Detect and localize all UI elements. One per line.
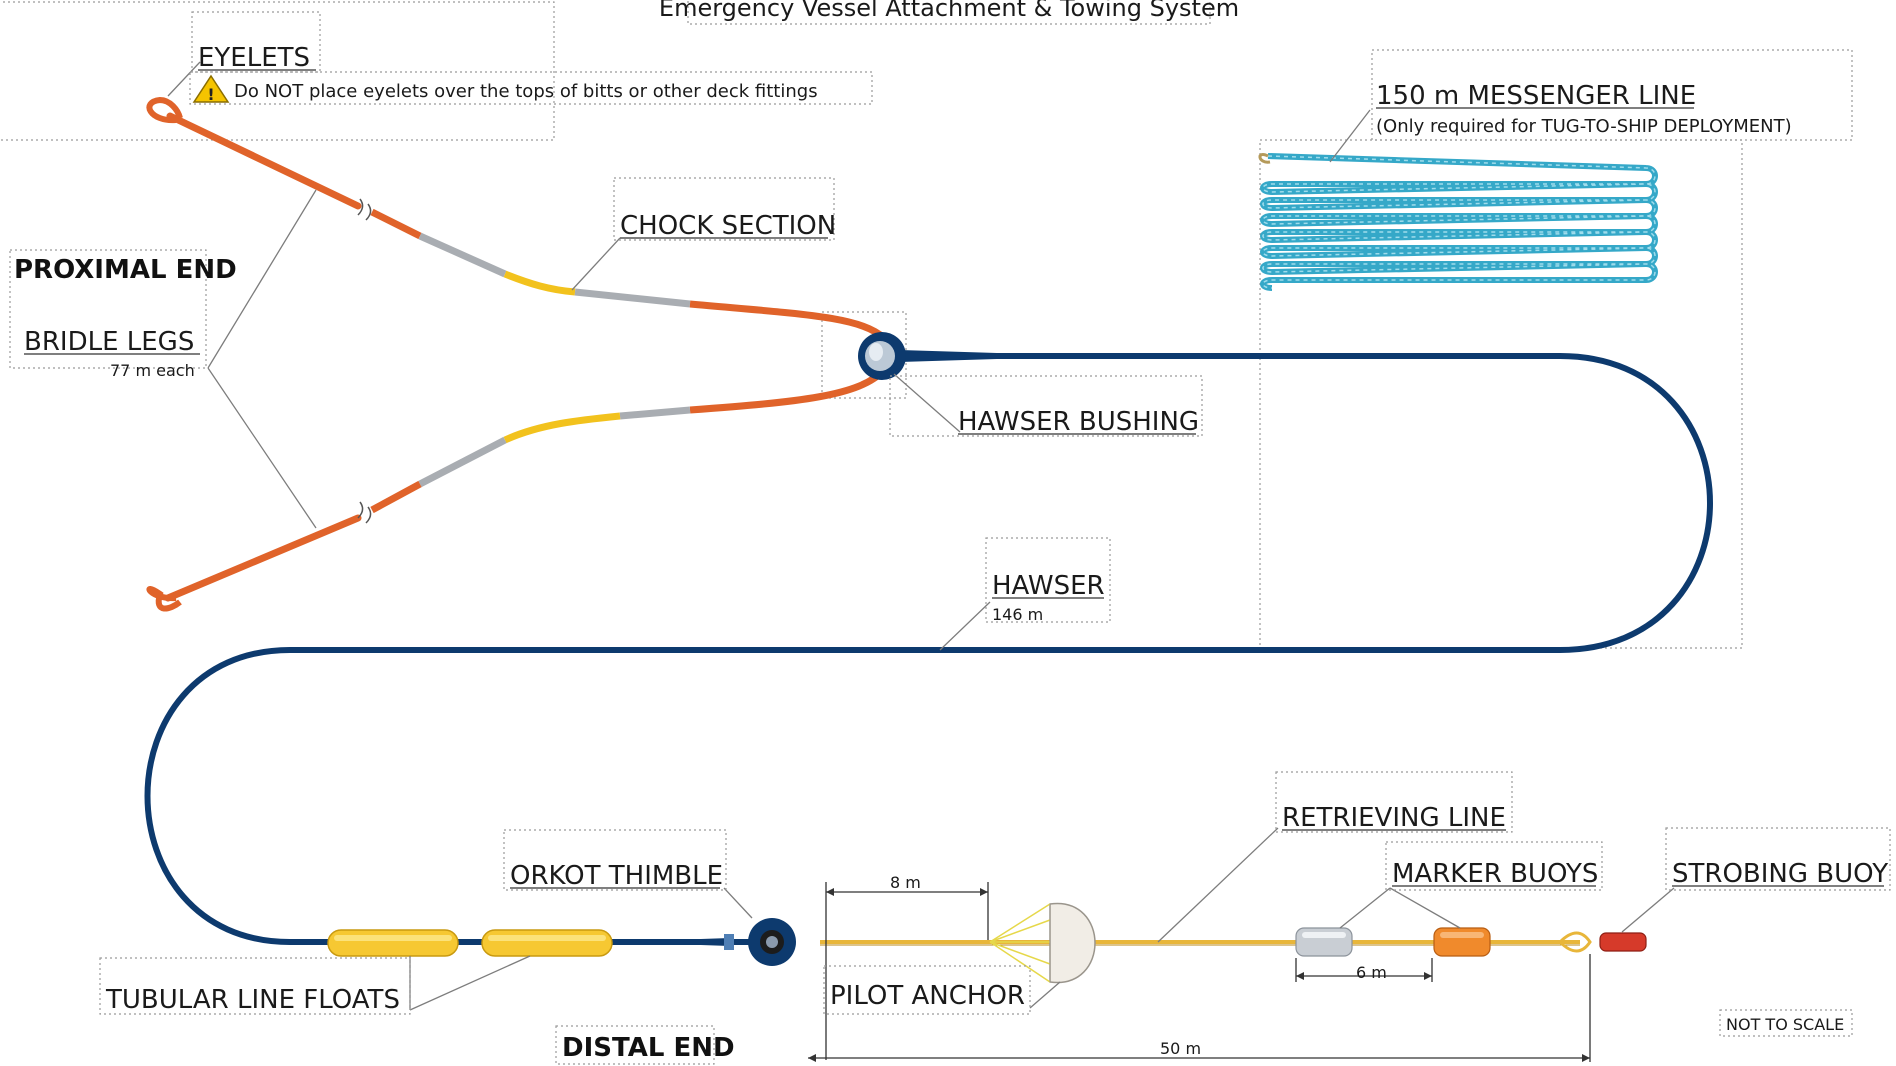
messenger-coil-highlight [1262, 155, 1656, 289]
hawser-end-taper [612, 938, 730, 946]
eyelets-label: EYELETS [198, 43, 310, 73]
leader-strobing-buoy [1621, 887, 1675, 933]
tubular-line-float-2 [481, 929, 613, 957]
hawser-label: HAWSER [992, 571, 1105, 601]
hawser-bushing-label: HAWSER BUSHING [958, 407, 1199, 437]
warning-box [189, 71, 873, 105]
hawser-bushing [858, 332, 906, 380]
dimension-8m [825, 882, 989, 1060]
marker-buoys-label: MARKER BUOYS [1392, 859, 1598, 889]
strobing-label-box [1665, 827, 1891, 891]
leader-marker-buoys [1339, 887, 1461, 929]
leader-hawser [939, 601, 991, 651]
svg-text:!: ! [207, 85, 214, 104]
leader-eyelets [167, 61, 201, 97]
title-box [687, 0, 1211, 25]
marker-buoy-grey [1295, 927, 1353, 957]
proximal-end-label: PROXIMAL END [14, 255, 237, 285]
not-to-scale-box [1719, 1009, 1853, 1037]
hawser-length: 146 m [992, 605, 1043, 624]
pilot-anchor-label: PILOT ANCHOR [830, 981, 1025, 1011]
eyelet-top [146, 96, 183, 124]
distal-end-label: DISTAL END [562, 1033, 735, 1063]
bridle-leg-upper [166, 112, 887, 341]
tubular-line-floats-label: TUBULAR LINE FLOATS [105, 985, 400, 1015]
marker-buoy-orange [1433, 927, 1491, 957]
hawser-label-box [985, 537, 1111, 623]
leader-retrieving-line [1157, 827, 1279, 943]
leader-hawser-bushing [893, 373, 961, 433]
strobing-buoy [1558, 931, 1647, 953]
eyelet-bottom [146, 586, 182, 612]
warning-icon: ! [192, 74, 230, 104]
orkot-label-box [503, 829, 727, 891]
leader-bridle-legs [207, 189, 317, 529]
orkot-thimble-label: ORKOT THIMBLE [510, 861, 723, 891]
pilot-label-box [823, 965, 1031, 1015]
diagram-title: Emergency Vessel Attachment & Towing Sys… [659, 0, 1239, 22]
dimension-50m-label: 50 m [1160, 1039, 1201, 1058]
bridle-legs-label: BRIDLE LEGS [24, 327, 194, 357]
leader-orkot-thimble [723, 887, 753, 919]
bridle-leg-lower [164, 367, 887, 602]
messenger-line-label: 150 m MESSENGER LINE [1376, 81, 1696, 111]
retrieving-label-box [1275, 771, 1513, 833]
strobing-buoy-label: STROBING BUOY [1672, 859, 1888, 889]
bushing-label-box [889, 375, 1203, 437]
dimension-8m-label: 8 m [890, 873, 921, 892]
leader-pilot-anchor [1029, 981, 1061, 1009]
proximal-label-box [9, 249, 207, 369]
tubular-line-float-1 [327, 929, 459, 957]
floats-label-box [99, 957, 411, 1015]
retrieving-line-label: RETRIEVING LINE [1282, 803, 1506, 833]
chock-section-label: CHOCK SECTION [620, 211, 836, 241]
pilot-anchor [989, 902, 1096, 984]
distal-label-box [555, 1025, 715, 1065]
eyelets-group-box [0, 1, 555, 141]
dimension-50m [808, 954, 1591, 1062]
messenger-coil-path [1260, 153, 1658, 291]
chock-label-box [613, 177, 835, 241]
bridle-legs-length: 77 m each [110, 361, 195, 380]
messenger-line-coil [1258, 153, 1658, 291]
dimension-6m-label: 6 m [1356, 963, 1387, 982]
marker-label-box [1385, 841, 1603, 891]
messenger-eye [1258, 153, 1271, 164]
hawser-taper [900, 350, 1030, 362]
dimension-6m [1295, 958, 1433, 982]
leader-tubular-floats [409, 955, 531, 1011]
messenger-note: (Only required for TUG-TO-SHIP DEPLOYMEN… [1376, 116, 1792, 137]
leader-chock-section [571, 237, 621, 291]
orkot-thimble [724, 918, 796, 966]
not-to-scale-label: NOT TO SCALE [1726, 1015, 1844, 1034]
leader-messenger [1329, 109, 1371, 163]
eyelets-warning-text: Do NOT place eyelets over the tops of bi… [234, 81, 818, 102]
hawser-line [144, 353, 1713, 945]
